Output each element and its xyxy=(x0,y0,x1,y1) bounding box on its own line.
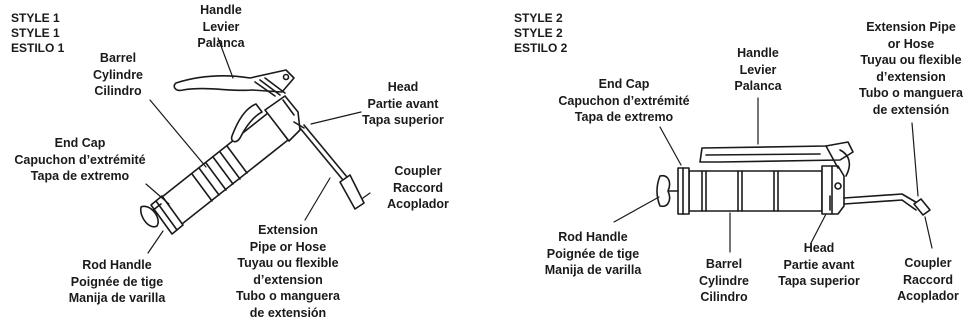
style1-handle-shape xyxy=(173,69,295,97)
style2-leader-lines xyxy=(613,97,933,253)
style2-coupler-shape xyxy=(913,198,931,216)
style1-extension-pipe-shape xyxy=(299,124,348,181)
style2-rod-handle-label: Rod Handle Poignée de tige Manija de var… xyxy=(544,230,642,277)
style1-head-label: Head Partie avant Tapa superior xyxy=(362,80,444,127)
style2-extension-label: Extension Pipe or Hose Tuyau ou flexible… xyxy=(859,20,963,117)
style1-head-shape xyxy=(264,95,305,142)
style2-rod-handle-shape xyxy=(656,174,679,208)
style2-title-en: STYLE 2 xyxy=(514,11,563,25)
style1-barrel-label: Barrel Cylindre Cilindro xyxy=(92,51,144,98)
style1-title-fr: STYLE 1 xyxy=(11,26,60,40)
style2-title: STYLE 2 STYLE 2 ESTILO 2 xyxy=(514,11,567,56)
style1-title-es: ESTILO 1 xyxy=(11,41,65,55)
style1-end-cap-label: End Cap Capuchon d’extrémité Tapa de ext… xyxy=(14,136,146,183)
style2-grease-gun-drawing xyxy=(656,141,931,216)
style2-extension-pipe-shape xyxy=(843,193,920,211)
style2-head-shape xyxy=(821,165,845,215)
style1-leader-lines xyxy=(145,37,371,254)
style1-grease-gun-drawing xyxy=(140,69,365,235)
style1-barrel-shape xyxy=(161,112,289,225)
style2-coupler-label: Coupler Raccord Acoplador xyxy=(897,256,959,303)
style1-grip-shape xyxy=(230,103,263,143)
style1-coupler-label: Coupler Raccord Acoplador xyxy=(387,164,449,211)
style2-title-fr: STYLE 2 xyxy=(514,26,563,40)
style1-title: STYLE 1 STYLE 1 ESTILO 1 xyxy=(11,11,64,56)
style1-rod-handle-shape xyxy=(140,203,162,228)
style2-barrel-shape xyxy=(688,170,823,212)
style1-rod-handle-label: Rod Handle Poignée de tige Manija de var… xyxy=(68,258,166,305)
style2-title-es: ESTILO 2 xyxy=(514,41,568,55)
style2-barrel-label: Barrel Cylindre Cilindro xyxy=(698,257,750,304)
style1-coupler-shape xyxy=(339,174,365,210)
style1-title-en: STYLE 1 xyxy=(11,11,60,25)
style2-handle-label: Handle Levier Palanca xyxy=(734,46,782,93)
style2-end-cap-shape xyxy=(677,167,690,215)
style2-handle-shape xyxy=(699,141,854,177)
style1-handle-label: Handle Levier Palanca xyxy=(197,3,245,50)
style2-head-label: Head Partie avant Tapa superior xyxy=(778,241,860,288)
style1-extension-label: Extension Pipe or Hose Tuyau ou flexible… xyxy=(236,223,340,320)
style2-end-cap-label: End Cap Capuchon d’extrémité Tapa de ext… xyxy=(558,77,690,124)
